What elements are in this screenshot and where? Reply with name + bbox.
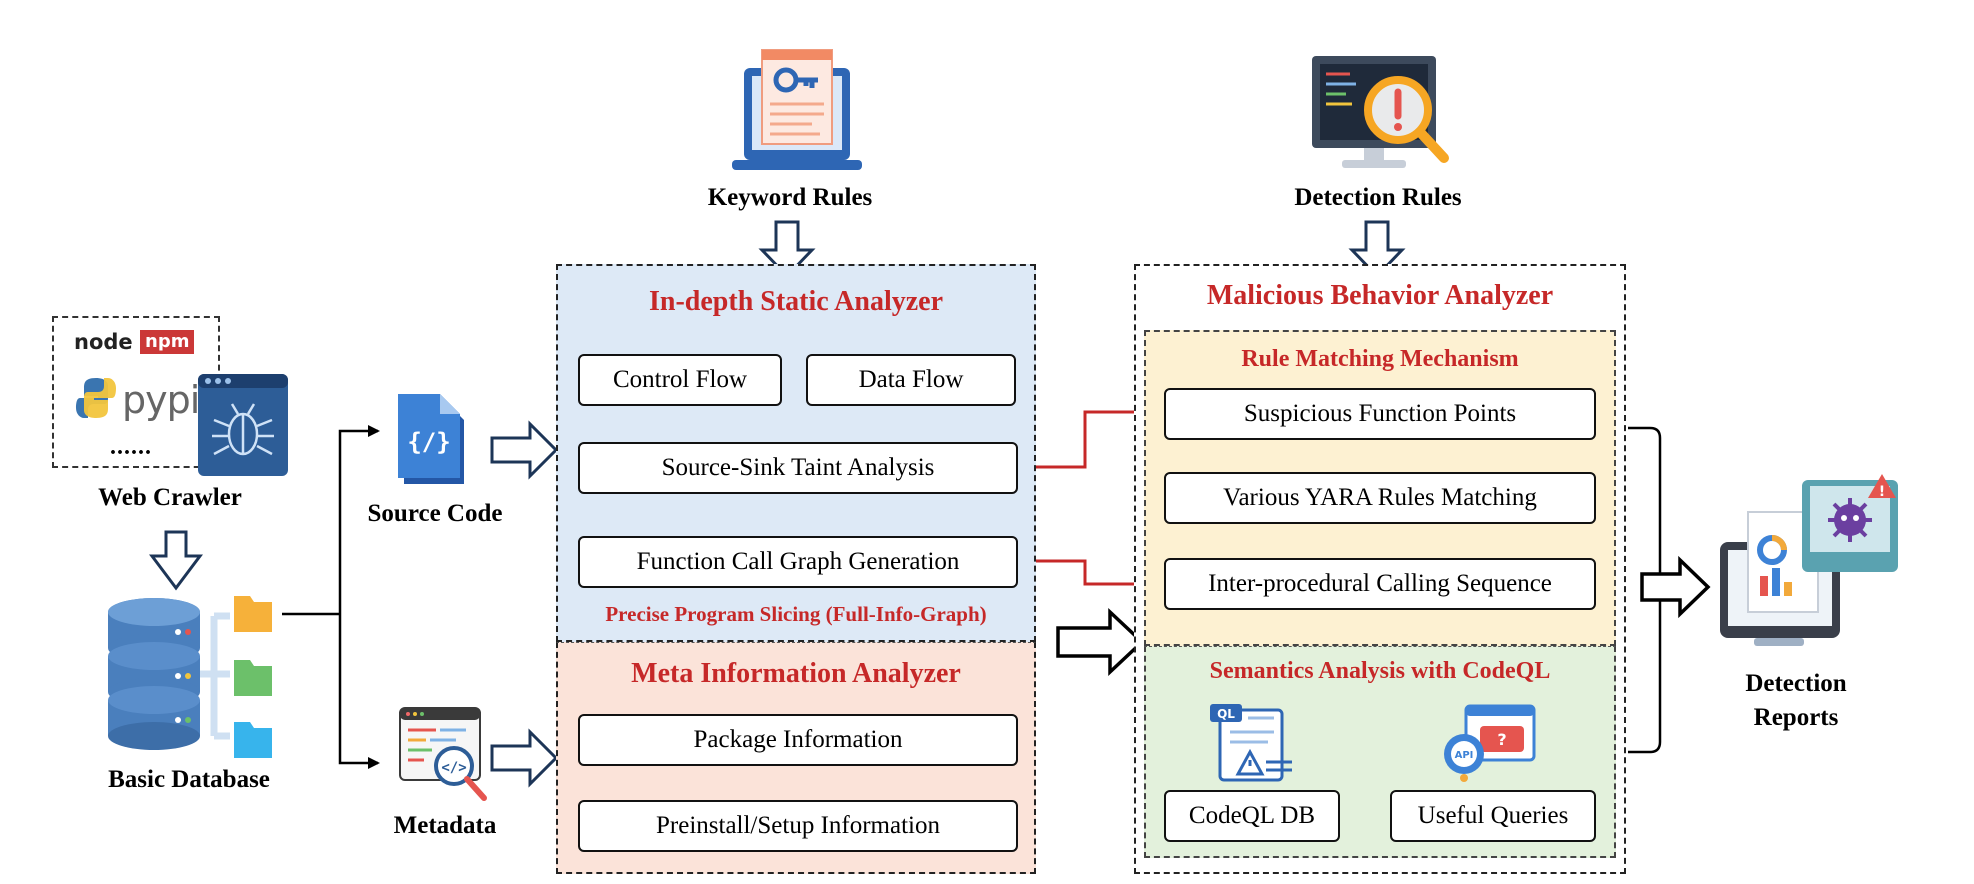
bracket-to-reports-hollow-arrow <box>1640 555 1711 619</box>
taint-to-suspicious-arrow <box>1018 404 1161 469</box>
detection-rules-hollow-arrow <box>1348 220 1406 279</box>
useful-queries-box: Useful Queries <box>1390 790 1596 842</box>
detection-reports-line1: Detection <box>1745 670 1847 697</box>
data-flow-box: Data Flow <box>806 354 1016 406</box>
detection-rules-label: Detection Rules <box>1294 184 1462 211</box>
taint-analysis-box: Source-Sink Taint Analysis <box>578 442 1018 494</box>
svg-text:</>: </> <box>441 760 466 776</box>
npm-logo: npm <box>140 330 195 354</box>
codeql-icon-text: QL <box>1217 707 1235 721</box>
useful-queries-icon: ? API <box>1444 704 1536 782</box>
detection-rules-monitor-icon <box>1312 56 1449 168</box>
database-icon <box>108 596 272 758</box>
basic-database-label: Basic Database <box>108 766 270 793</box>
codeql-db-icon: QL <box>1210 704 1292 782</box>
suspicious-points-box: Suspicious Function Points <box>1164 388 1596 440</box>
detection-reports-icon: ! <box>1720 474 1898 646</box>
codeql-title: Semantics Analysis with CodeQL <box>1209 658 1551 684</box>
setup-info-box: Preinstall/Setup Information <box>578 800 1018 852</box>
crawler-to-db-hollow-arrow <box>149 530 203 591</box>
more-sources-ellipsis: ...... <box>110 434 152 460</box>
detection-reports-line2: Reports <box>1753 704 1839 731</box>
control-flow-box: Control Flow <box>578 354 782 406</box>
call-graph-box: Function Call Graph Generation <box>578 536 1018 588</box>
yara-matching-box: Various YARA Rules Matching <box>1164 472 1596 524</box>
static-analyzer-title: In-depth Static Analyzer <box>649 286 943 317</box>
analyzer-to-malicious-hollow-arrow <box>1056 607 1145 677</box>
metadata-label: Metadata <box>393 812 497 839</box>
pypi-logo: pypi <box>122 378 200 422</box>
program-slicing-label: Precise Program Slicing (Full-Info-Graph… <box>605 602 987 626</box>
calling-sequence-box: Inter-procedural Calling Sequence <box>1164 558 1596 610</box>
svg-text:?: ? <box>1497 730 1506 749</box>
codeql-db-box: CodeQL DB <box>1164 790 1340 842</box>
db-to-source-arrow <box>338 425 380 614</box>
meta-analyzer-title: Meta Information Analyzer <box>631 658 961 689</box>
keyword-rules-laptop-icon <box>732 49 862 170</box>
svg-text:!: ! <box>1879 484 1885 500</box>
rule-matching-title: Rule Matching Mechanism <box>1241 346 1519 372</box>
source-code-file-icon: {/} <box>398 394 464 484</box>
metadata-icon: </> <box>399 707 487 801</box>
node-logo: node <box>74 330 133 354</box>
crawler-browser-icon <box>198 374 288 476</box>
package-info-box: Package Information <box>578 714 1018 766</box>
source-to-static-hollow-arrow <box>490 420 559 480</box>
keyword-rules-label: Keyword Rules <box>707 184 873 211</box>
malicious-analyzer-title: Malicious Behavior Analyzer <box>1206 280 1554 311</box>
web-crawler-label: Web Crawler <box>98 484 242 511</box>
svg-text:{/}: {/} <box>407 428 450 456</box>
source-code-label: Source Code <box>367 500 503 527</box>
metadata-to-meta-hollow-arrow <box>490 728 559 788</box>
db-to-metadata-arrow <box>338 614 380 769</box>
python-logo-icon <box>76 378 116 418</box>
api-icon-text: API <box>1455 750 1474 761</box>
keyword-rules-hollow-arrow <box>758 220 816 279</box>
callgraph-to-sequence-arrow <box>1018 559 1161 592</box>
